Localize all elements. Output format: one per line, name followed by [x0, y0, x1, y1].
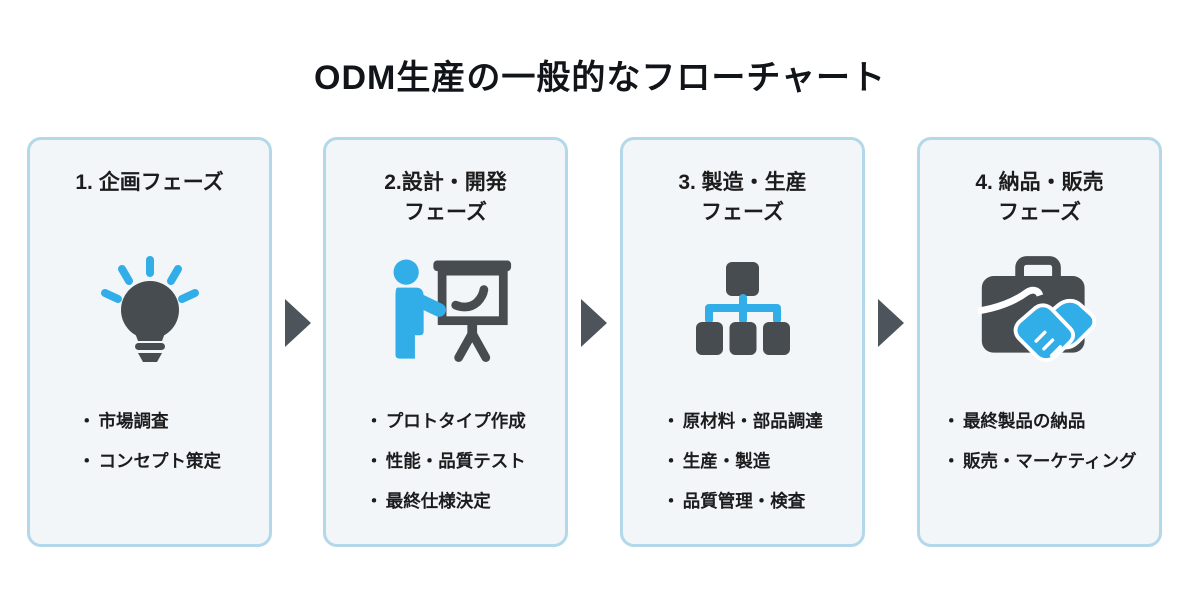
phase-items: ・ 最終製品の納品 ・ 販売・マーケティング	[942, 410, 1136, 472]
phase-item-text: 最終製品の納品	[962, 411, 1086, 431]
list-item: ・ 最終仕様決定	[365, 490, 526, 512]
list-item: ・ 最終製品の納品	[942, 410, 1136, 432]
list-item: ・ 市場調査	[78, 410, 221, 432]
bullet-glyph: ・	[662, 491, 680, 511]
page-title: ODM生産の一般的なフローチャート	[314, 59, 886, 97]
phase-item-text: プロトタイプ作成	[385, 411, 526, 431]
phase-items: ・ 原材料・部品調達 ・ 生産・製造 ・ 品質管理・検査	[662, 410, 823, 512]
list-item: ・ 販売・マーケティング	[942, 450, 1136, 472]
right-arrow-icon	[878, 299, 904, 347]
bullet-glyph: ・	[365, 491, 383, 511]
list-item: ・ 性能・品質テスト	[365, 450, 526, 472]
phase-items: ・ プロトタイプ作成 ・ 性能・品質テスト ・ 最終仕様決定	[365, 410, 526, 512]
phase-item-text: 生産・製造	[682, 451, 771, 471]
phase-card-delivery-sales: 4. 納品・販売 フェーズ ・ 最終製品の納品	[917, 137, 1162, 547]
bullet-glyph: ・	[78, 451, 96, 471]
lightbulb-icon	[30, 248, 269, 372]
bullet-glyph: ・	[365, 451, 383, 471]
presenter-whiteboard-icon	[326, 248, 565, 372]
phase-item-text: 原材料・部品調達	[682, 411, 823, 431]
right-arrow-icon	[285, 299, 311, 347]
org-chart-icon	[623, 248, 862, 372]
phase-item-text: コンセプト策定	[98, 451, 222, 471]
phase-title: 1. 企画フェーズ	[75, 171, 224, 194]
phase-title: 4. 納品・販売 フェーズ	[975, 171, 1104, 224]
phase-item-text: 性能・品質テスト	[385, 451, 526, 471]
bullet-glyph: ・	[942, 411, 960, 431]
list-item: ・ コンセプト策定	[78, 450, 221, 472]
list-item: ・ プロトタイプ作成	[365, 410, 526, 432]
phase-item-text: 品質管理・検査	[682, 491, 806, 511]
phase-items: ・ 市場調査 ・ コンセプト策定	[78, 410, 221, 472]
list-item: ・ 品質管理・検査	[662, 490, 823, 512]
phase-item-text: 販売・マーケティング	[962, 451, 1137, 471]
phase-card-planning: 1. 企画フェーズ	[27, 137, 272, 547]
phase-item-text: 最終仕様決定	[385, 491, 491, 511]
briefcase-handshake-icon	[920, 248, 1159, 372]
list-item: ・ 生産・製造	[662, 450, 823, 472]
phase-card-manufacturing: 3. 製造・生産 フェーズ	[620, 137, 865, 547]
list-item: ・ 原材料・部品調達	[662, 410, 823, 432]
bullet-glyph: ・	[78, 411, 96, 431]
phase-item-text: 市場調査	[98, 411, 169, 431]
phase-title: 2.設計・開発 フェーズ	[384, 171, 507, 224]
phase-title: 3. 製造・生産 フェーズ	[678, 171, 807, 224]
bullet-glyph: ・	[662, 411, 680, 431]
bullet-glyph: ・	[942, 451, 960, 471]
phase-card-design-development: 2.設計・開発 フェーズ ・	[323, 137, 568, 547]
bullet-glyph: ・	[662, 451, 680, 471]
bullet-glyph: ・	[365, 411, 383, 431]
right-arrow-icon	[581, 299, 607, 347]
